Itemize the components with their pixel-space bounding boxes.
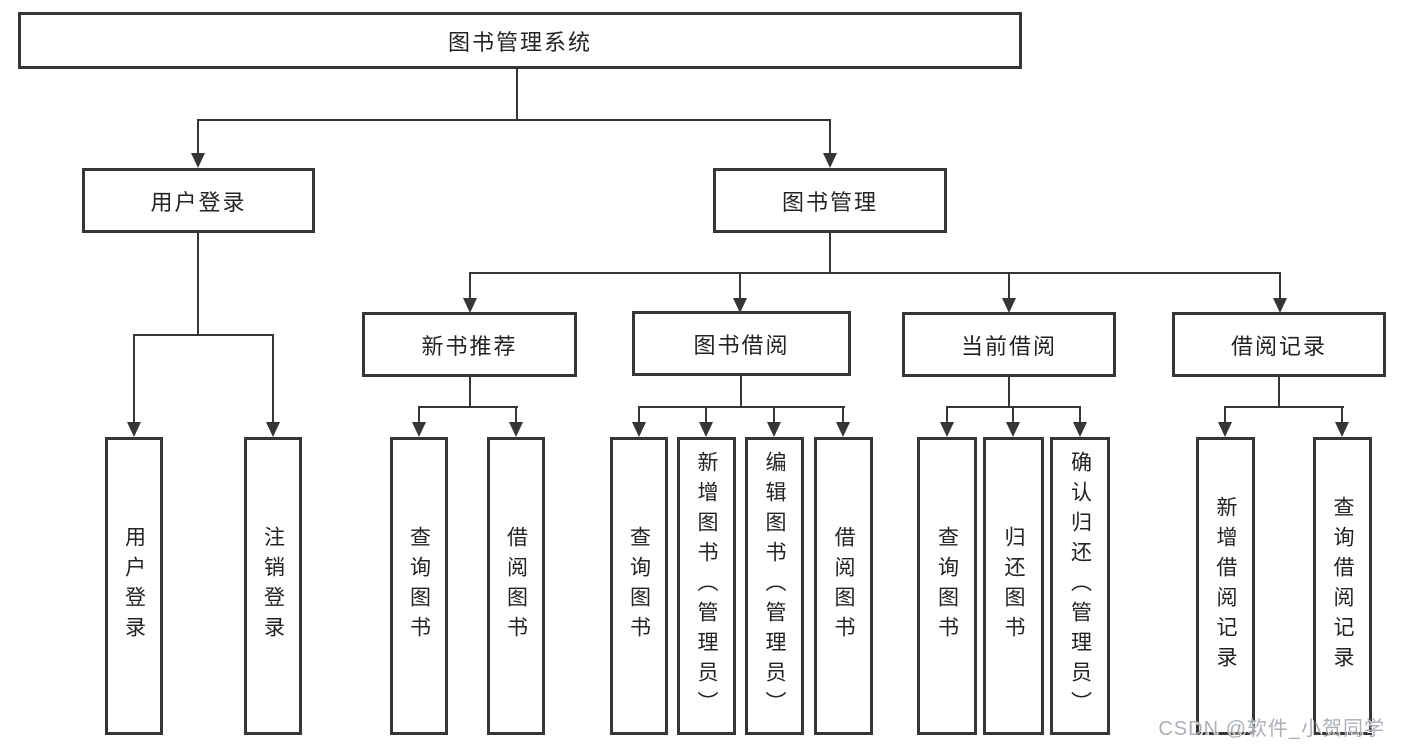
connector-drop-user-login	[197, 119, 199, 154]
leaf-label: 借阅图书	[504, 526, 528, 646]
connector-drop	[638, 406, 640, 422]
connector-drop-borrow-records	[1279, 272, 1281, 298]
leaf-label: 归还图书	[1002, 526, 1025, 646]
connector-drop-leaf-logout	[272, 334, 274, 422]
csdn-watermark: CSDN @软件_小贺同学	[1158, 718, 1385, 740]
leaf-label: 新增图书（管理员）	[695, 451, 718, 721]
arrow-down-icon	[509, 422, 523, 437]
connector-drop-leaf-user-login	[133, 334, 135, 422]
leaf-logout: 注销登录	[244, 437, 302, 735]
connector-user-login-bar	[133, 334, 274, 336]
leaf-borrow-edit-books-admin: 编辑图书（管理员）	[745, 437, 804, 735]
leaf-label: 新增借阅记录	[1214, 496, 1237, 676]
arrow-down-icon	[127, 422, 141, 437]
connector-current-borrow-stem	[1008, 376, 1010, 408]
leaf-label: 确认归还（管理员）	[1068, 451, 1092, 721]
connector-book-borrow-stem	[740, 375, 742, 408]
node-root-label: 图书管理系统	[447, 29, 592, 55]
connector-root-stem	[516, 69, 518, 121]
node-new-book-recommend: 新书推荐	[362, 312, 577, 377]
leaf-label: 查询图书	[935, 526, 959, 646]
node-user-login-label: 用户登录	[150, 189, 247, 215]
leaf-label: 查询图书	[627, 526, 651, 646]
leaf-records-add-record: 新增借阅记录	[1196, 437, 1255, 735]
node-book-management-label: 图书管理	[781, 189, 878, 215]
node-root: 图书管理系统	[18, 12, 1022, 69]
connector-drop-new-book	[469, 272, 471, 298]
leaf-label: 用户登录	[122, 526, 146, 646]
connector-book-management-bar	[469, 272, 1281, 274]
connector-book-borrow-bar	[638, 406, 845, 408]
leaf-records-query-record: 查询借阅记录	[1313, 437, 1372, 735]
connector-drop	[515, 406, 517, 422]
node-book-borrow-label: 图书借阅	[693, 332, 790, 358]
arrow-down-icon	[1002, 298, 1016, 313]
leaf-user-login: 用户登录	[105, 437, 163, 735]
connector-drop-current-borrow	[1008, 272, 1010, 298]
arrow-down-icon	[1006, 422, 1020, 437]
leaf-label: 编辑图书（管理员）	[763, 451, 786, 721]
connector-drop	[773, 406, 775, 422]
arrow-down-icon	[1273, 298, 1287, 313]
connector-drop	[1341, 406, 1343, 422]
arrow-down-icon	[266, 422, 280, 437]
arrow-down-icon	[1335, 422, 1349, 437]
connector-drop	[705, 406, 707, 422]
connector-drop	[418, 406, 420, 422]
arrow-down-icon	[699, 422, 713, 437]
arrow-down-icon	[412, 422, 426, 437]
leaf-label: 借阅图书	[832, 526, 855, 646]
arrow-down-icon	[940, 422, 954, 437]
connector-borrow-records-bar	[1224, 406, 1344, 408]
connector-new-book-stem	[469, 376, 471, 408]
leaf-borrow-query-books: 查询图书	[610, 437, 668, 735]
connector-root-bar	[197, 119, 831, 121]
connector-drop	[842, 406, 844, 422]
connector-drop	[1079, 406, 1081, 422]
arrow-down-icon	[1073, 422, 1087, 437]
arrow-down-icon	[632, 422, 646, 437]
arrow-down-icon	[463, 298, 477, 313]
node-borrow-records: 借阅记录	[1172, 312, 1386, 377]
arrow-down-icon	[1218, 422, 1232, 437]
node-new-book-recommend-label: 新书推荐	[421, 333, 518, 359]
connector-drop-book-management	[829, 119, 831, 154]
connector-drop	[946, 406, 948, 422]
node-current-borrow-label: 当前借阅	[960, 333, 1057, 359]
leaf-label: 注销登录	[261, 526, 285, 646]
connector-drop-book-borrow	[739, 272, 741, 298]
leaf-current-confirm-return-admin: 确认归还（管理员）	[1050, 437, 1110, 735]
leaf-current-return-books: 归还图书	[983, 437, 1044, 735]
connector-borrow-records-stem	[1278, 376, 1280, 408]
node-current-borrow: 当前借阅	[902, 312, 1116, 377]
arrow-down-icon	[823, 153, 837, 168]
leaf-label: 查询借阅记录	[1331, 496, 1354, 676]
arrow-down-icon	[733, 298, 747, 313]
leaf-newbook-query-books: 查询图书	[390, 437, 448, 735]
leaf-borrow-borrow-books: 借阅图书	[814, 437, 873, 735]
connector-book-management-stem	[829, 232, 831, 274]
node-borrow-records-label: 借阅记录	[1230, 333, 1327, 359]
connector-new-book-bar	[418, 406, 518, 408]
leaf-label: 查询图书	[407, 526, 431, 646]
leaf-borrow-add-books-admin: 新增图书（管理员）	[677, 437, 736, 735]
node-user-login: 用户登录	[82, 168, 315, 233]
leaf-newbook-borrow-books: 借阅图书	[487, 437, 545, 735]
arrow-down-icon	[191, 153, 205, 168]
leaf-current-query-books: 查询图书	[917, 437, 977, 735]
arrow-down-icon	[836, 422, 850, 437]
connector-drop	[1012, 406, 1014, 422]
node-book-borrow: 图书借阅	[632, 311, 851, 376]
arrow-down-icon	[767, 422, 781, 437]
node-book-management: 图书管理	[713, 168, 947, 233]
connector-user-login-stem	[197, 232, 199, 336]
connector-drop	[1224, 406, 1226, 422]
